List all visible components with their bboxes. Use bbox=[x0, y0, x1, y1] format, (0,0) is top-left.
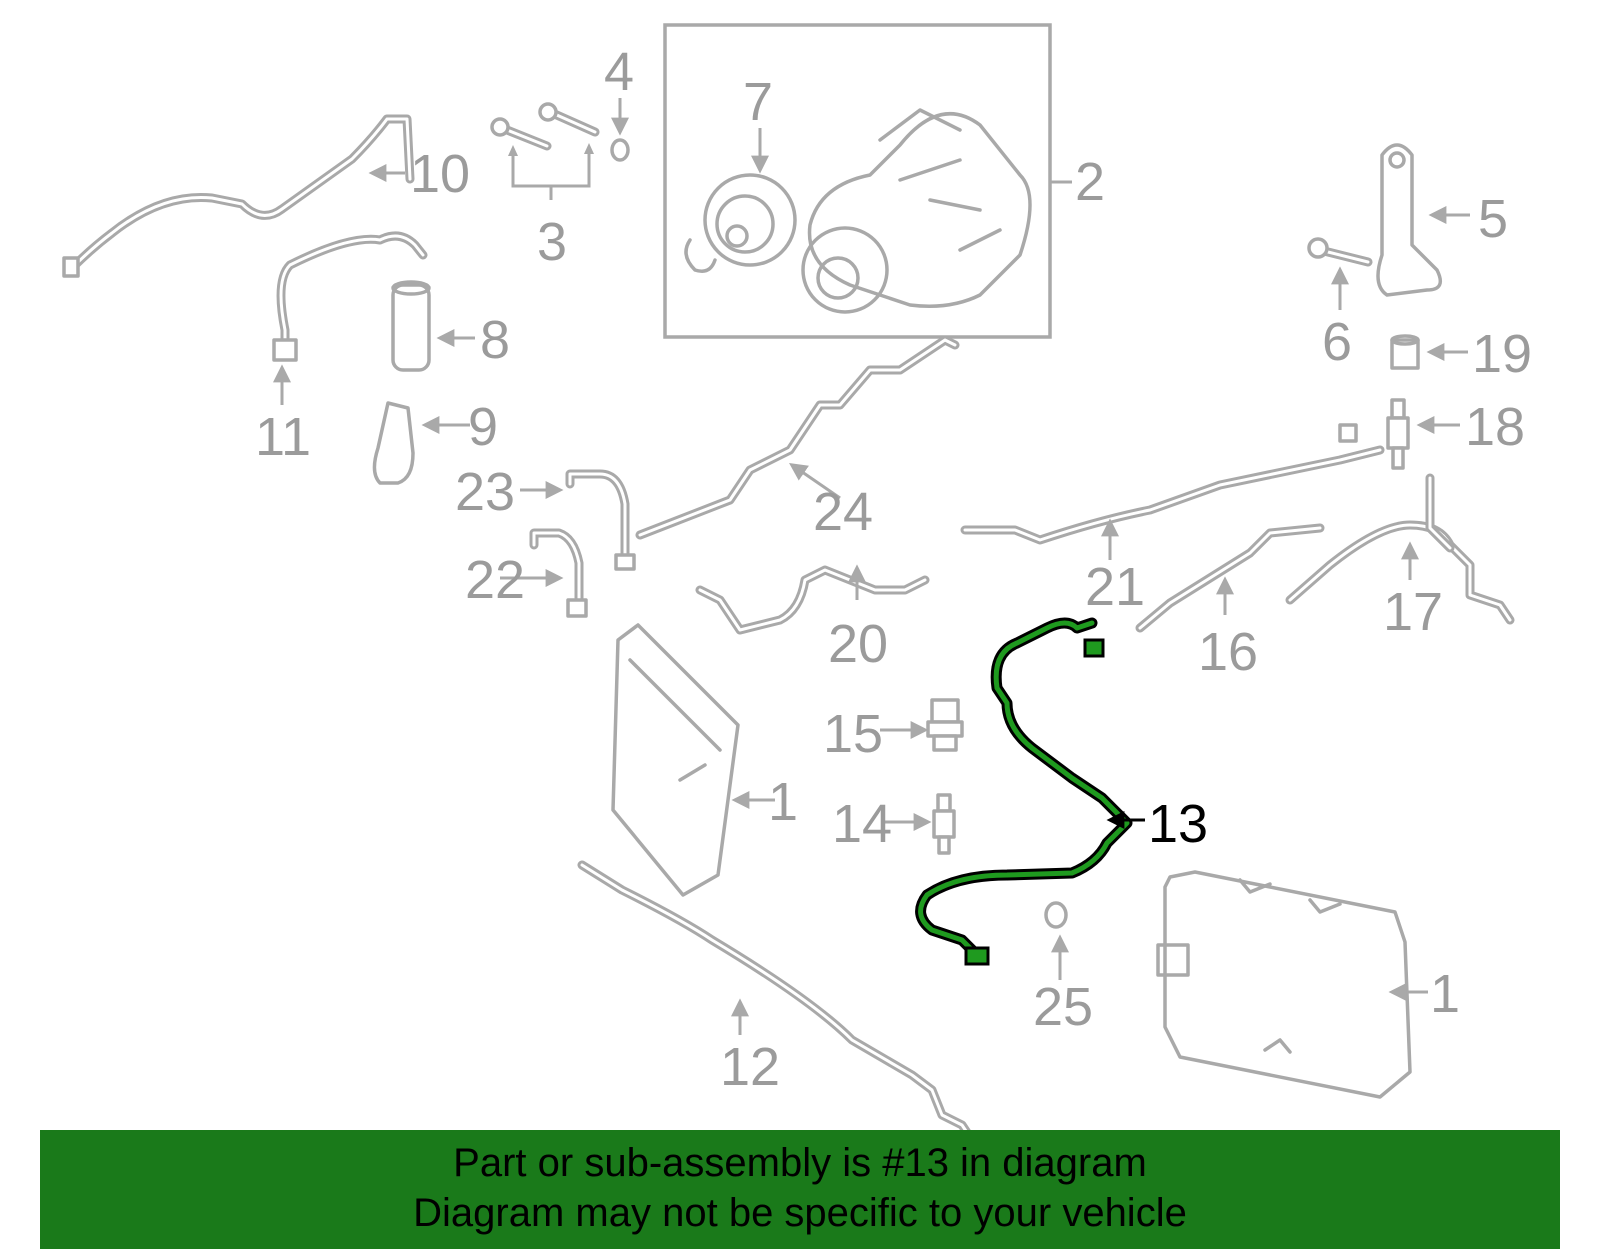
hose-line-13-highlighted[interactable] bbox=[915, 617, 1133, 966]
hose-line-23[interactable] bbox=[565, 469, 636, 571]
info-banner: Part or sub-assembly is #13 in diagram D… bbox=[40, 1130, 1560, 1249]
callout-2[interactable]: 2 bbox=[1075, 152, 1105, 212]
callout-11[interactable]: 11 bbox=[255, 407, 311, 467]
callout-5[interactable]: 5 bbox=[1478, 189, 1508, 249]
condenser-left[interactable] bbox=[611, 623, 740, 897]
callout-25[interactable]: 25 bbox=[1033, 977, 1093, 1037]
hose-line-20[interactable] bbox=[695, 565, 930, 635]
callout-1b[interactable]: 1 bbox=[1430, 964, 1460, 1024]
callout-19[interactable]: 19 bbox=[1472, 324, 1532, 384]
callout-15[interactable]: 15 bbox=[823, 704, 883, 764]
hose-line-11[interactable] bbox=[272, 231, 428, 362]
callout-8[interactable]: 8 bbox=[480, 310, 510, 370]
compressor-bracket[interactable] bbox=[1376, 143, 1443, 297]
condenser-right[interactable] bbox=[1156, 870, 1412, 1099]
banner-line-2: Diagram may not be specific to your vehi… bbox=[413, 1191, 1187, 1235]
callout-17[interactable]: 17 bbox=[1383, 582, 1443, 642]
pressure-switch-15[interactable] bbox=[926, 698, 964, 752]
bracket-bolt[interactable] bbox=[1307, 237, 1373, 267]
hose-line-24[interactable] bbox=[635, 335, 960, 540]
callout-21[interactable]: 21 bbox=[1085, 557, 1145, 617]
callout-9[interactable]: 9 bbox=[468, 397, 498, 457]
callout-23[interactable]: 23 bbox=[455, 462, 515, 522]
receiver-drier[interactable] bbox=[391, 280, 431, 372]
callout-20[interactable]: 20 bbox=[828, 614, 888, 674]
hose-line-10[interactable] bbox=[62, 114, 415, 278]
callout-4[interactable]: 4 bbox=[604, 42, 634, 102]
callout-6[interactable]: 6 bbox=[1322, 312, 1352, 372]
callout-13[interactable]: 13 bbox=[1148, 794, 1208, 854]
bolt-pair[interactable] bbox=[490, 102, 600, 151]
callout-16[interactable]: 16 bbox=[1198, 622, 1258, 682]
hose-line-21[interactable] bbox=[960, 423, 1385, 545]
callout-24[interactable]: 24 bbox=[813, 482, 873, 542]
callout-1a[interactable]: 1 bbox=[768, 772, 798, 832]
cap-19[interactable] bbox=[1390, 334, 1420, 370]
o-ring-25[interactable] bbox=[1044, 901, 1068, 929]
callout-22[interactable]: 22 bbox=[465, 550, 525, 610]
drier-bracket[interactable] bbox=[372, 401, 415, 485]
callout-12[interactable]: 12 bbox=[720, 1037, 780, 1097]
hose-line-16[interactable] bbox=[1135, 523, 1325, 633]
banner-line-1: Part or sub-assembly is #13 in diagram bbox=[453, 1141, 1147, 1185]
compressor-assembly[interactable] bbox=[663, 23, 1052, 339]
callout-7[interactable]: 7 bbox=[743, 72, 773, 132]
callout-10[interactable]: 10 bbox=[410, 144, 470, 204]
hose-line-17[interactable] bbox=[1285, 473, 1515, 625]
hose-line-22[interactable] bbox=[529, 528, 588, 618]
callout-14[interactable]: 14 bbox=[832, 794, 892, 854]
pressure-sensor-14[interactable] bbox=[932, 793, 956, 855]
pressure-sensor-18[interactable] bbox=[1386, 398, 1410, 470]
hose-line-12[interactable] bbox=[577, 860, 977, 1145]
callout-3[interactable]: 3 bbox=[537, 212, 567, 272]
o-ring[interactable] bbox=[610, 138, 630, 162]
callout-18[interactable]: 18 bbox=[1465, 397, 1525, 457]
